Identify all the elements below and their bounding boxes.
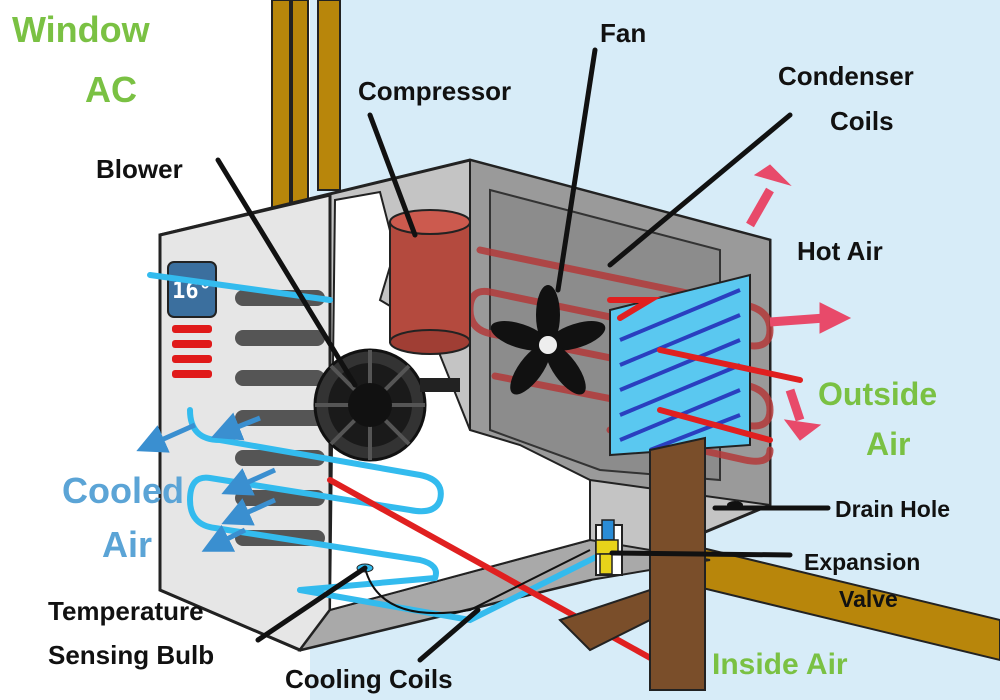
wall-right-beam	[317, 0, 341, 191]
label-outside-line-1: Outside	[818, 376, 937, 412]
title-line-1: Window	[12, 9, 151, 50]
label-drain-hole: Drain Hole	[835, 496, 950, 522]
wall-left-beam	[271, 0, 291, 211]
wood-support-post	[649, 436, 706, 691]
blower-wheel	[313, 348, 460, 462]
label-compressor: Compressor	[358, 76, 511, 106]
leader-lines	[215, 47, 831, 663]
label-cooled-line-2: Air	[102, 524, 152, 565]
label-fan: Fan	[600, 18, 646, 48]
label-condenser-line-1: Condenser	[778, 61, 914, 91]
cooled-air-arrows	[136, 412, 277, 552]
label-outside-line-2: Air	[866, 426, 910, 462]
label-inside-air: Inside Air	[712, 648, 848, 681]
label-expansion-line-2: Valve	[839, 586, 898, 612]
label-cooling-coils: Cooling Coils	[285, 664, 453, 694]
hot-air-arrows	[746, 164, 852, 441]
capillary-tube	[364, 549, 591, 614]
label-expansion-line-1: Expansion	[804, 549, 920, 575]
title-line-2: AC	[85, 69, 137, 110]
label-cooled-line-1: Cooled	[62, 470, 184, 511]
label-sensing-line-2: Sensing Bulb	[48, 640, 214, 670]
wood-support-brace	[558, 588, 651, 652]
temperature-display	[167, 261, 217, 318]
control-buttons	[172, 325, 212, 378]
label-hot-air: Hot Air	[797, 236, 883, 266]
compressor-shape	[389, 209, 471, 355]
label-blower: Blower	[96, 154, 183, 184]
wall-left-beam-2	[291, 0, 309, 211]
fan-blades	[490, 285, 606, 395]
expansion-valve	[595, 519, 623, 576]
refrigerant-line	[327, 297, 803, 683]
label-condenser-line-2: Coils	[830, 106, 894, 136]
label-sensing-line-1: Temperature	[48, 596, 204, 626]
